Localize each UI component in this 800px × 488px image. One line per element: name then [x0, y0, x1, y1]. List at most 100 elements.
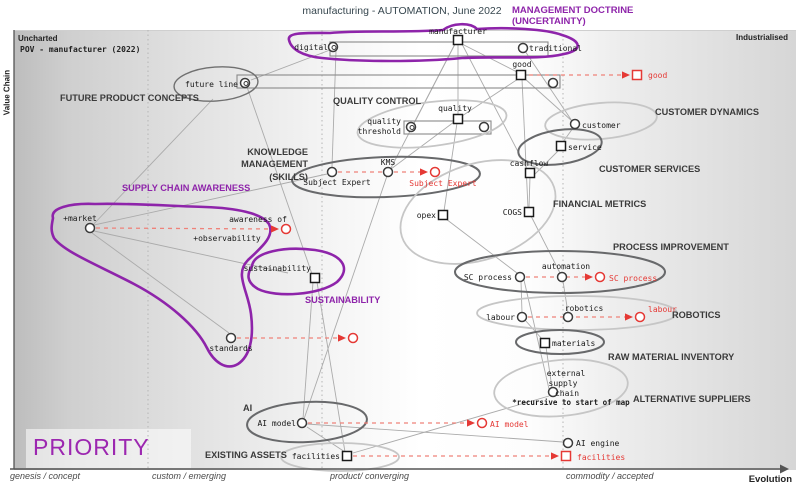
node-traditional[interactable] — [517, 42, 529, 54]
dependency-edge — [390, 121, 455, 170]
node-label-sc-process-target: SC process — [609, 274, 657, 283]
move-market-awareness — [95, 227, 278, 230]
node-robotics[interactable] — [562, 311, 574, 323]
dependency-edge — [302, 281, 314, 420]
move-subject-expert-arrowhead — [420, 168, 428, 176]
node-external-supply-chain[interactable] — [547, 386, 559, 398]
node-label-robotics: robotics — [565, 304, 604, 313]
uncharted-label: Uncharted — [18, 34, 58, 43]
node-facilities-target[interactable] — [560, 450, 572, 462]
raw-material-blob — [515, 329, 605, 355]
move-ai-model-arrowhead — [467, 419, 475, 427]
node-label-cashflow: cashflow — [510, 159, 549, 168]
node-cashflow[interactable] — [524, 167, 536, 179]
node-label-facilities-target: facilities — [577, 453, 625, 462]
node-market[interactable] — [84, 222, 96, 234]
node-materials[interactable] — [539, 337, 551, 349]
dependency-edge — [306, 423, 564, 443]
move-sc-process-arrowhead — [585, 273, 593, 281]
section-label-sustainability: SUSTAINABILITY — [305, 295, 380, 305]
map-background-gradient — [14, 30, 796, 470]
node-label-market: +market — [63, 214, 97, 223]
annotation-label-5: *recursive to start of map — [512, 398, 630, 407]
supply-chain-awareness-blob — [50, 202, 272, 368]
stage-label-custom: custom / emerging — [152, 471, 227, 481]
management-doctrine-blob — [287, 22, 579, 63]
future-line-pipeline — [236, 74, 561, 89]
annotation-label-3: supply — [549, 379, 578, 388]
node-label-facilities: facilities — [292, 452, 340, 461]
section-label-knowledge: KNOWLEDGE — [247, 147, 308, 157]
dependency-edge — [530, 215, 561, 274]
node-ai-model-target[interactable] — [476, 417, 488, 429]
node-opex[interactable] — [437, 209, 449, 221]
annotation-label-2: external — [547, 369, 586, 378]
node-future-pipeline-end[interactable] — [547, 77, 559, 89]
node-labour[interactable] — [516, 311, 528, 323]
node-label-quality-threshold-right: threshold — [358, 127, 402, 136]
dependency-edge — [93, 230, 289, 274]
node-quality-threshold-right[interactable] — [478, 121, 490, 133]
quality-threshold-blob — [356, 99, 508, 149]
annotation-label-4: chain — [555, 389, 579, 398]
node-quality[interactable] — [452, 113, 464, 125]
node-label-automation: automation — [542, 262, 590, 271]
map-title: manufacturing - AUTOMATION, June 2022 — [302, 5, 502, 17]
dependency-edge — [524, 319, 543, 340]
dependency-edge — [316, 281, 346, 453]
section-label-customer-dynamics: CUSTOMER DYNAMICS — [655, 107, 759, 117]
node-ai-engine[interactable] — [562, 437, 574, 449]
node-good-target[interactable] — [631, 69, 643, 81]
node-label-good-target: good — [648, 71, 667, 80]
node-subject-expert[interactable] — [326, 166, 338, 178]
dependency-edge — [331, 50, 337, 168]
node-labour-target[interactable] — [634, 311, 646, 323]
dependency-edge — [93, 173, 328, 226]
node-label-ai-engine: AI engine — [576, 439, 620, 448]
node-standards-target[interactable] — [347, 332, 359, 344]
section-label-financial-metrics: FINANCIAL METRICS — [553, 199, 646, 209]
node-customer[interactable] — [569, 118, 581, 130]
node-label-traditional: traditional — [529, 44, 582, 53]
node-sustainability[interactable] — [309, 272, 321, 284]
node-standards[interactable] — [225, 332, 237, 344]
section-label-customer-services: CUSTOMER SERVICES — [599, 164, 700, 174]
node-manufacturer[interactable] — [452, 34, 464, 46]
dependency-edge — [461, 78, 519, 117]
alternative-suppliers-blob — [493, 358, 629, 418]
dependency-edge — [461, 43, 528, 170]
node-sc-process[interactable] — [514, 271, 526, 283]
node-label-digital: digital — [294, 43, 328, 52]
move-market-awareness-arrowhead — [270, 225, 279, 233]
node-kms[interactable] — [382, 166, 394, 178]
node-label-materials: materials — [552, 339, 596, 348]
node-label-quality: quality — [438, 104, 472, 113]
annotation-label-0: awareness of — [229, 215, 287, 224]
node-automation[interactable] — [556, 271, 568, 283]
node-label-ai-model: AI model — [257, 419, 296, 428]
node-future-line-inner — [243, 81, 249, 86]
node-sc-process-target[interactable] — [594, 271, 606, 283]
doctrine-line2: (UNCERTAINTY) — [512, 16, 586, 27]
node-subject-expert-target[interactable] — [429, 166, 441, 178]
section-label-future-product-concepts: FUTURE PRODUCT CONCEPTS — [60, 93, 199, 103]
move-good-arrowhead — [622, 71, 630, 79]
section-label-supply-chain-awareness: SUPPLY CHAIN AWARENESS — [122, 183, 250, 193]
node-awareness-of-observability[interactable] — [280, 223, 292, 235]
doctrine-label: MANAGEMENT DOCTRINE (UNCERTAINTY) — [512, 5, 633, 27]
node-label-opex: opex — [417, 211, 436, 220]
node-label-subject-expert: Subject Expert — [303, 178, 371, 187]
node-label-quality-threshold-left: quality — [367, 117, 401, 126]
ai-blob — [246, 400, 368, 444]
industrialised-label: Industrialised — [735, 33, 788, 42]
node-ai-model[interactable] — [296, 417, 308, 429]
section-label-quality-control: QUALITY CONTROL — [333, 96, 422, 106]
section-label-alternative-suppliers: ALTERNATIVE SUPPLIERS — [633, 394, 751, 404]
node-service[interactable] — [555, 140, 567, 152]
pov-label: POV - manufacturer (2022) — [20, 45, 141, 54]
quality-threshold-pipeline — [403, 120, 492, 135]
node-cogs[interactable] — [523, 206, 535, 218]
node-good[interactable] — [515, 69, 527, 81]
future-product-blob — [173, 66, 259, 102]
node-facilities[interactable] — [341, 450, 353, 462]
